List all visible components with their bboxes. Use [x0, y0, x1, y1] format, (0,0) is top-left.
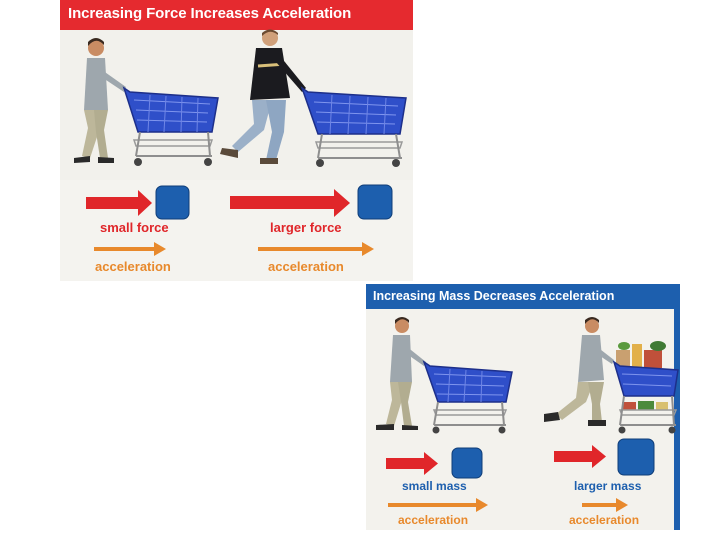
small-mass-square	[452, 448, 482, 478]
small-acceleration-arrow	[94, 242, 166, 256]
small-acceleration-arrow-mass	[582, 498, 628, 512]
small-mass-force-arrow	[386, 452, 438, 475]
man-pushing-cart-figure	[220, 30, 306, 165]
small-force-arrow	[86, 190, 152, 216]
large-force-shopping-cart	[302, 88, 406, 167]
large-acceleration-arrow-mass	[388, 498, 488, 512]
small-force-label: small force	[100, 220, 169, 235]
larger-force-label: larger force	[270, 220, 342, 235]
large-acceleration-arrow	[258, 242, 374, 256]
empty-shopping-cart	[424, 362, 512, 434]
larger-mass-force-arrow	[554, 445, 606, 468]
small-mass-label: small mass	[402, 479, 467, 493]
object-square-left	[156, 186, 189, 219]
boy-pushing-full-cart-figure	[544, 317, 614, 426]
object-square-right	[358, 185, 392, 219]
larger-force-arrow	[230, 189, 350, 217]
larger-mass-label: larger mass	[574, 479, 641, 493]
force-panel: Increasing Force Increases Acceleration	[60, 0, 413, 281]
larger-mass-square	[618, 439, 654, 475]
right-acceleration-label: acceleration	[268, 259, 344, 274]
force-panel-illustration	[60, 0, 413, 281]
full-shopping-cart	[614, 341, 678, 434]
mass-left-acceleration-label: acceleration	[398, 513, 468, 527]
mass-right-acceleration-label: acceleration	[569, 513, 639, 527]
mass-panel-illustration	[366, 284, 680, 530]
boy-pushing-empty-cart-figure	[376, 317, 426, 430]
left-acceleration-label: acceleration	[95, 259, 171, 274]
small-shopping-cart	[124, 88, 218, 166]
mass-panel: Increasing Mass Decreases Acceleration	[366, 284, 680, 530]
boy-pushing-cart-figure	[74, 38, 126, 163]
